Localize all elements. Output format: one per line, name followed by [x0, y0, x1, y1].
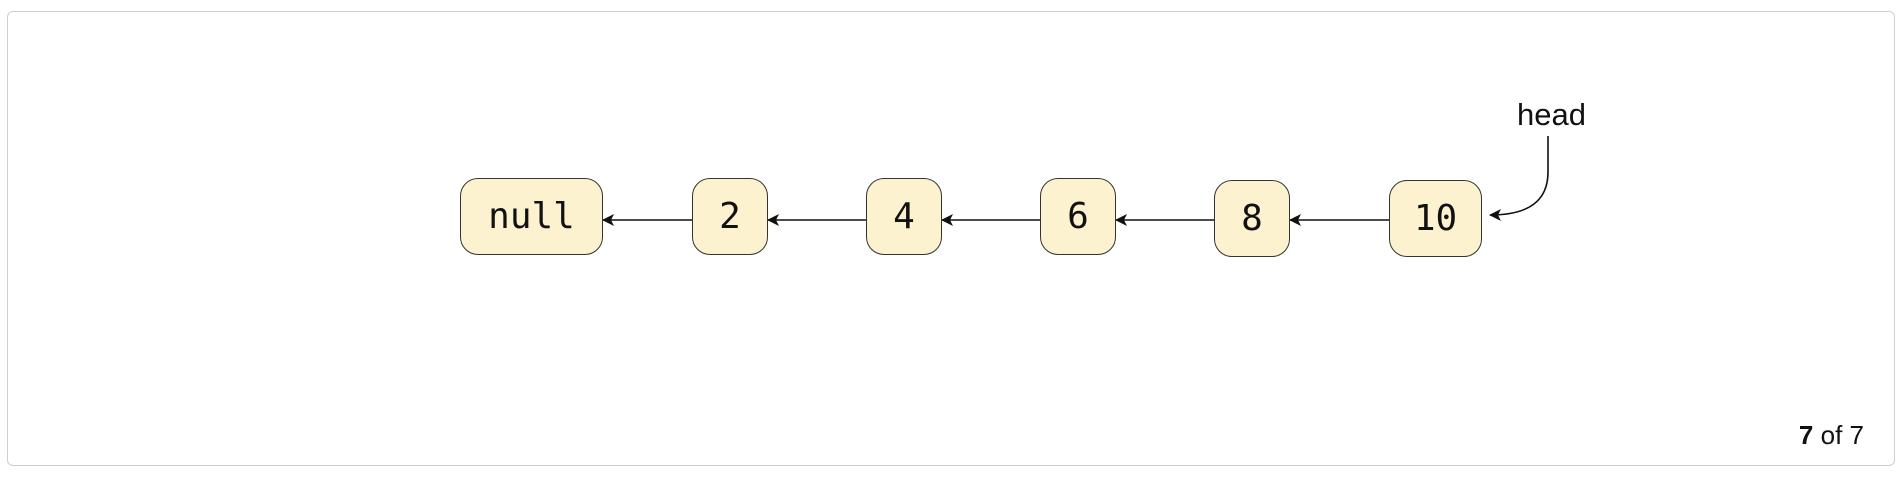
pager-current: 7 [1798, 420, 1814, 450]
diagram-frame [7, 11, 1895, 466]
head-label: head [1517, 97, 1586, 132]
pager-total: 7 [1849, 420, 1864, 450]
node-4: 4 [866, 178, 942, 255]
pager-separator: of [1820, 420, 1843, 450]
slide-pager: 7 of 7 [1799, 422, 1864, 448]
node-2: 2 [692, 178, 768, 255]
node-8: 8 [1214, 180, 1290, 257]
node-6: 6 [1040, 178, 1116, 255]
node-null: null [460, 178, 603, 255]
node-10: 10 [1389, 180, 1482, 257]
head-pointer-arrow [1489, 136, 1549, 221]
